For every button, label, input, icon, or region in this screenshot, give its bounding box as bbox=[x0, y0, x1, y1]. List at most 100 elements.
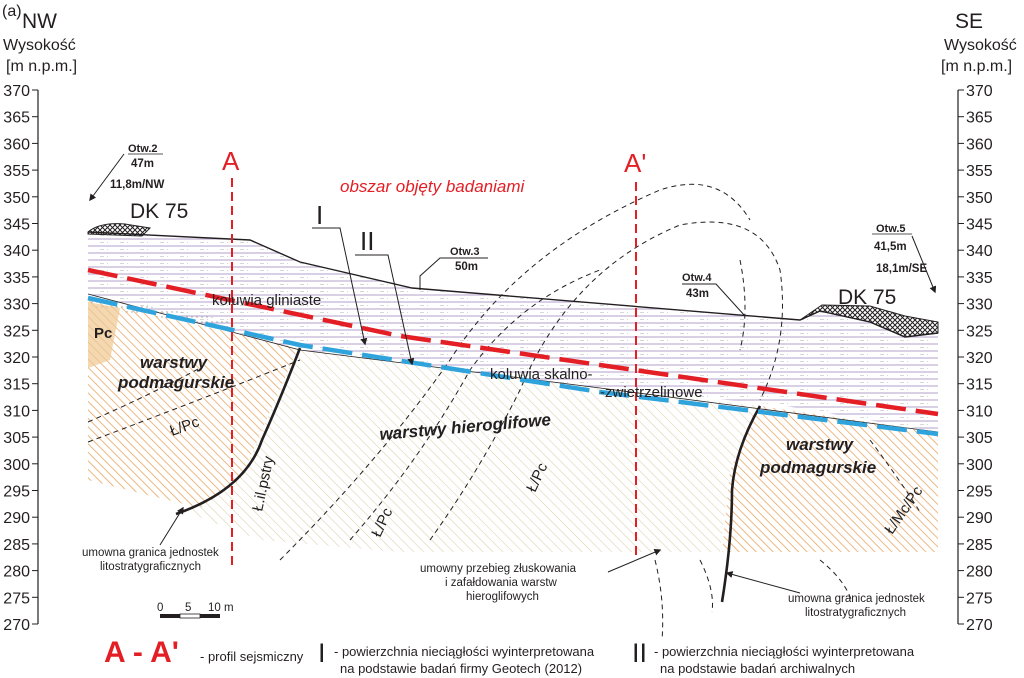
legend-i-symbol: I bbox=[318, 638, 326, 668]
road-embankment-left bbox=[87, 223, 152, 237]
svg-text:10 m: 10 m bbox=[208, 602, 234, 614]
legend-aa-text: - profil sejsmiczny bbox=[200, 649, 304, 664]
podmagurskie-right-label-2: podmagurskie bbox=[759, 458, 876, 477]
surface-ii-label: II bbox=[360, 226, 374, 256]
elevation-tick-label: 300 bbox=[3, 457, 30, 474]
debris-layer bbox=[88, 296, 236, 330]
surface-i-leader bbox=[312, 227, 368, 346]
road-embankment-right bbox=[799, 304, 939, 338]
elevation-tick-label: 350 bbox=[3, 190, 30, 207]
podmagurskie-left-label-2: podmagurskie bbox=[117, 373, 234, 392]
svg-text:18,1m/SE: 18,1m/SE bbox=[876, 263, 927, 275]
elevation-tick-label: 370 bbox=[966, 83, 993, 100]
profile-a-prime-label: A' bbox=[624, 148, 646, 178]
podmagurskie-right-body bbox=[722, 406, 938, 552]
elevation-tick-label: 280 bbox=[3, 564, 30, 581]
svg-text:i zafałdowania warstw: i zafałdowania warstw bbox=[445, 577, 558, 589]
elevation-tick-label: 340 bbox=[3, 243, 30, 260]
elevation-tick-label: 315 bbox=[3, 377, 30, 394]
podmagurskie-left-label-1: warstwy bbox=[140, 353, 209, 372]
elevation-tick-label: 360 bbox=[966, 136, 993, 153]
elevation-tick-label: 350 bbox=[966, 190, 993, 207]
svg-text:hieroglifowych: hieroglifowych bbox=[466, 591, 539, 603]
koluwia-gliniaste-label: koluwia gliniaste bbox=[212, 292, 321, 309]
elevation-tick-label: 340 bbox=[966, 243, 993, 260]
svg-text:umowna granica jednostek: umowna granica jednostek bbox=[788, 593, 925, 605]
elevation-tick-label: 355 bbox=[966, 163, 993, 180]
svg-text:litostratygraficznych: litostratygraficznych bbox=[805, 607, 906, 619]
legend-i-text-2: na podstawie badań firmy Geotech (2012) bbox=[340, 661, 582, 676]
elevation-tick-label: 275 bbox=[966, 590, 993, 607]
elevation-tick-label: 305 bbox=[966, 430, 993, 447]
elevation-tick-label: 315 bbox=[966, 377, 993, 394]
svg-text:41,5m: 41,5m bbox=[874, 241, 907, 253]
borehole-otw5: Otw.5 41,5m 18,1m/SE bbox=[872, 223, 937, 294]
svg-text:Otw.5: Otw.5 bbox=[876, 223, 906, 235]
elevation-tick-label: 295 bbox=[966, 484, 993, 501]
elevation-tick-label: 325 bbox=[966, 323, 993, 340]
elevation-tick-label: 365 bbox=[3, 110, 30, 127]
elevation-tick-label: 360 bbox=[3, 136, 30, 153]
borehole-otw4: Otw.4 43m bbox=[682, 272, 746, 317]
elevation-tick-label: 320 bbox=[3, 350, 30, 367]
elevation-tick-label: 285 bbox=[966, 537, 993, 554]
borehole-otw3: Otw.3 50m bbox=[419, 246, 488, 290]
svg-text:0: 0 bbox=[157, 602, 163, 614]
koluwia-skalno-label-1: koluwia skalno- bbox=[490, 366, 593, 383]
elevation-tick-label: 345 bbox=[966, 217, 993, 234]
surface-ii-line bbox=[87, 295, 939, 437]
elevation-tick-label: 330 bbox=[3, 297, 30, 314]
elevation-tick-label: 325 bbox=[3, 323, 30, 340]
elevation-tick-label: 270 bbox=[966, 617, 993, 634]
svg-text:50m: 50m bbox=[455, 261, 478, 273]
svg-text:Otw.2: Otw.2 bbox=[128, 143, 158, 155]
svg-text:litostratygraficznych: litostratygraficznych bbox=[100, 561, 201, 573]
elevation-tick-label: 280 bbox=[966, 564, 993, 581]
profile-a-label: A bbox=[222, 146, 240, 176]
elevation-tick-label: 285 bbox=[3, 537, 30, 554]
pc-label: Pc bbox=[94, 325, 112, 342]
elevation-tick-label: 310 bbox=[966, 403, 993, 420]
elevation-tick-label: 335 bbox=[966, 270, 993, 287]
left-elevation-axis: 3703653603553503453403353303253203153103… bbox=[3, 83, 39, 634]
svg-text:Otw.3: Otw.3 bbox=[450, 246, 480, 258]
elevation-tick-label: 370 bbox=[3, 83, 30, 100]
elevation-tick-label: 300 bbox=[966, 457, 993, 474]
legend-ii-text-1: - powierzchnia nieciągłości wyinterpreto… bbox=[654, 644, 915, 659]
svg-text:11,8m/NW: 11,8m/NW bbox=[110, 179, 164, 191]
annotation-boundary-left: umowna granica jednostek litostratygrafi… bbox=[82, 506, 219, 573]
right-axis-title: Wysokość bbox=[944, 37, 1017, 54]
legend-ii-symbol: II bbox=[632, 638, 647, 668]
elevation-tick-label: 320 bbox=[966, 350, 993, 367]
elevation-tick-label: 310 bbox=[3, 403, 30, 420]
panel-label: (a) bbox=[2, 3, 22, 20]
left-axis-title: Wysokość bbox=[3, 37, 76, 54]
svg-text:umowny przebieg złuskowania: umowny przebieg złuskowania bbox=[420, 563, 577, 575]
borehole-otw2: Otw.2 47m 11,8m/NW bbox=[89, 143, 164, 202]
elevation-tick-label: 275 bbox=[3, 590, 30, 607]
road-label-right: DK 75 bbox=[838, 286, 896, 309]
boundary-left-line bbox=[175, 347, 302, 516]
svg-text:5: 5 bbox=[185, 602, 191, 614]
legend-aa-symbol: A - A' bbox=[104, 636, 179, 669]
svg-text:Otw.4: Otw.4 bbox=[682, 272, 712, 284]
svg-text:47m: 47m bbox=[131, 158, 154, 170]
legend-i-text-1: - powierzchnia nieciągłości wyinterpreto… bbox=[334, 644, 595, 659]
elevation-tick-label: 305 bbox=[3, 430, 30, 447]
left-axis-unit: [m n.p.m.] bbox=[6, 58, 77, 75]
annotation-thrust: umowny przebieg złuskowania i zafałdowan… bbox=[420, 548, 662, 603]
road-label-left: DK 75 bbox=[130, 200, 188, 223]
koluwia-skalno-label-2: -zwietrzelinowe bbox=[600, 384, 703, 401]
elevation-tick-label: 330 bbox=[966, 297, 993, 314]
right-elevation-axis: 370 365 360 355 350 345 340 335 330 325 320 315 310 3… bbox=[957, 83, 993, 634]
right-direction: SE bbox=[955, 10, 983, 33]
scale-bar: 0 5 10 m bbox=[157, 602, 234, 619]
right-axis-unit: [m n.p.m.] bbox=[941, 58, 1012, 75]
left-direction: NW bbox=[22, 10, 57, 33]
elevation-tick-label: 335 bbox=[3, 270, 30, 287]
hieroglifowe-body bbox=[186, 348, 760, 552]
elevation-tick-label: 365 bbox=[966, 110, 993, 127]
legend-ii-text-2: na podstawie badań archiwalnych bbox=[660, 661, 855, 676]
podmagurskie-left-body bbox=[88, 300, 298, 508]
